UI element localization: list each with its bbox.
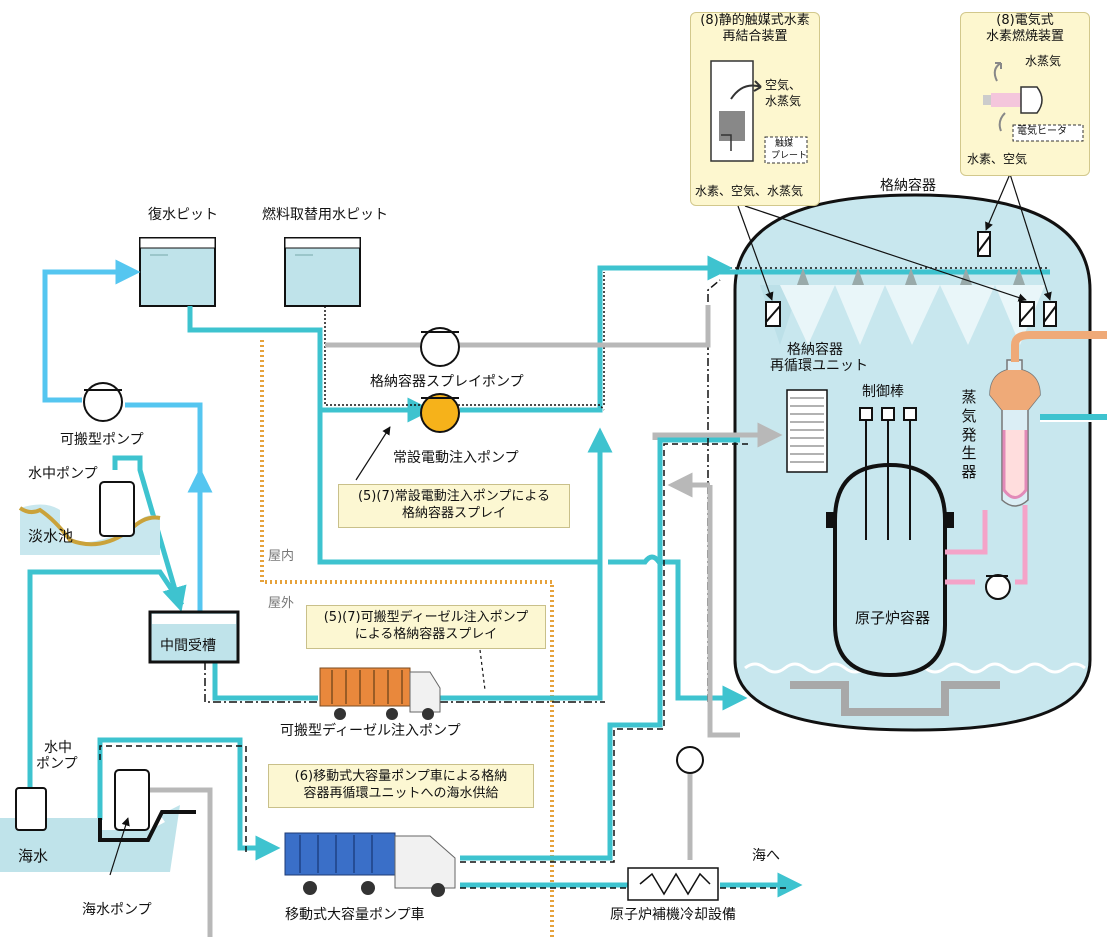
diesel-pump-line <box>212 440 600 701</box>
spray-pump <box>420 327 460 367</box>
submersible-pump-top <box>99 481 135 537</box>
passive-in: 水素、空気、水蒸気 <box>695 184 804 198</box>
freshwater-supply <box>125 402 203 480</box>
reactor-coolant-pump <box>985 574 1011 600</box>
refueling-pit-label: 燃料取替用水ピット <box>262 207 388 223</box>
control-rod-drive <box>859 407 873 421</box>
portable-pump <box>83 382 123 422</box>
refueling-water-pit <box>284 237 361 307</box>
seawater-suction <box>27 569 185 790</box>
mobile-pump-truck-label: 移動式大容量ポンプ車 <box>285 907 425 923</box>
portable-pump-label: 可搬型ポンプ <box>60 432 144 448</box>
mobile-pump-suction <box>97 737 281 861</box>
submersible-pump-bottom-label-1: 水中 <box>44 740 72 756</box>
injection-line-2 <box>317 470 735 698</box>
containment-label: 格納容器 <box>880 178 936 194</box>
reactor-vessel <box>833 462 947 678</box>
spray-cone <box>885 285 940 345</box>
spray-nozzle <box>852 268 864 285</box>
passive-title-1: (8)静的触媒式水素 <box>700 13 810 28</box>
steam-generator-label: 蒸 気 発 生 器 <box>961 388 977 481</box>
freshwater-suction <box>112 455 187 612</box>
indoor-label: 屋内 <box>268 549 295 564</box>
passive-title-2: 再結合装置 <box>722 29 788 45</box>
electric-heater: 電気ヒータ <box>1017 126 1067 137</box>
intermediate-tank-label: 中間受槽 <box>160 638 216 654</box>
outdoor-label: 屋外 <box>268 596 295 611</box>
control-rod-drive <box>881 407 895 421</box>
electric-title-1: (8)電気式 <box>996 13 1054 28</box>
spray-cone <box>835 285 885 345</box>
steam-line <box>1011 331 1107 362</box>
mobile-to-recirc <box>460 437 740 861</box>
aux-cooling-label: 原子炉補機冷却設備 <box>610 907 736 923</box>
spray-cone <box>780 285 835 345</box>
recirc-unit-label-1: 格納容器 <box>787 342 843 358</box>
diesel-pump-truck <box>319 667 441 720</box>
seawater-label: 海水 <box>18 847 49 865</box>
to-sea-label: 海へ <box>752 848 780 864</box>
cooling-pump <box>676 746 704 774</box>
submersible-pump-bottom-label-2: ポンプ <box>36 756 78 772</box>
passive-out-1: 空気、 <box>765 78 802 92</box>
note-diesel-pump-spray: (5)(7)可搬型ディーゼル注入ポンプ による格納容器スプレイ <box>306 605 546 649</box>
electric-title-2: 水素燃焼装置 <box>985 29 1064 45</box>
spray-cone <box>940 285 995 345</box>
diesel-pump-label: 可搬型ディーゼル注入ポンプ <box>280 723 461 739</box>
spray-nozzle <box>1013 268 1025 285</box>
electric-in: 水素、空気 <box>967 152 1028 166</box>
recombiner-illustration <box>710 60 808 164</box>
reactor-vessel-label: 原子炉容器 <box>855 609 931 627</box>
recirc-unit <box>786 389 828 473</box>
passive-catalyst-2: プレート <box>771 151 808 161</box>
pit-to-spray-line <box>187 306 323 470</box>
note-permanent-pump-spray: (5)(7)常設電動注入ポンプによる 格納容器スプレイ <box>338 484 570 528</box>
permanent-pump-label: 常設電動注入ポンプ <box>393 450 519 466</box>
inset-electric-igniter: (8)電気式 水素燃焼装置 水蒸気 電気ヒータ 水素、空気 <box>960 12 1090 176</box>
inset-passive-recombiner: (8)静的触媒式水素 再結合装置 空気、 水蒸気 触媒 プレート 水素、空気、水… <box>690 12 820 206</box>
submersible-pump-bottom <box>15 787 47 831</box>
spray-nozzle <box>905 268 917 285</box>
recirc-unit-label-2: 再循環ユニット <box>770 358 868 374</box>
injection-to-containment <box>460 255 733 413</box>
electric-out: 水蒸気 <box>1025 54 1062 68</box>
mobile-pump-truck <box>284 832 456 897</box>
freshwater-pond-label: 淡水池 <box>28 527 74 545</box>
igniter-illustration <box>983 62 1084 142</box>
freshwater-supply <box>42 259 141 403</box>
control-rod-drive <box>903 407 917 421</box>
permanent-pump <box>420 393 460 433</box>
gray-seawater <box>150 787 213 937</box>
gray-spray-line <box>325 305 711 348</box>
freshwater-pond <box>20 504 160 555</box>
primary-loop <box>945 510 988 555</box>
passive-catalyst-1: 触媒 <box>775 139 794 149</box>
building-boundary <box>260 340 554 937</box>
submersible-pump-top-label: 水中ポンプ <box>28 466 98 482</box>
seawater-pump-label: 海水ポンプ <box>82 902 152 918</box>
gray-cooling-line <box>652 422 783 448</box>
note-mobile-pump-seawater: (6)移動式大容量ポンプ車による格納 容器再循環ユニットへの海水供給 <box>268 764 534 808</box>
gray-cooling-line <box>707 485 740 738</box>
aux-cooling-hx <box>627 867 719 901</box>
passive-out-2: 水蒸気 <box>765 94 802 108</box>
cavity-floor <box>790 681 1000 716</box>
spray-nozzle <box>797 268 809 285</box>
condensate-pit-label: 復水ピット <box>148 207 218 223</box>
seawater-pump-unit <box>114 769 150 831</box>
spray-pump-label: 格納容器スプレイポンプ <box>370 374 524 390</box>
control-rod-label: 制御棒 <box>862 384 904 400</box>
primary-loop <box>945 505 1028 585</box>
